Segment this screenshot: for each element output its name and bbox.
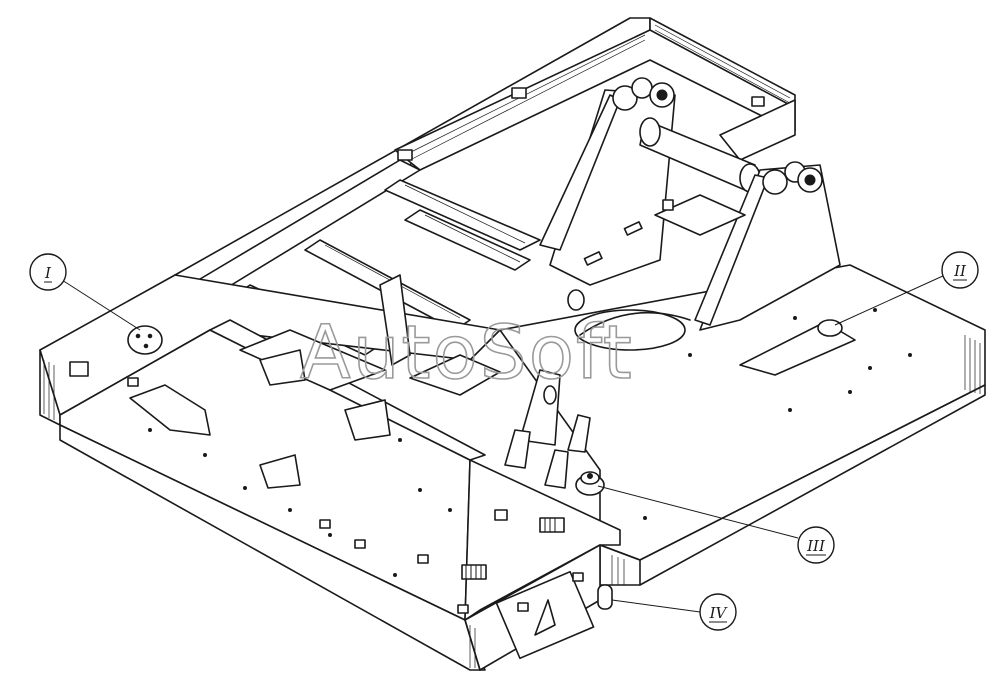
callout-label-II: II xyxy=(953,262,967,280)
comb-bracket xyxy=(461,517,565,580)
callout-label-III: III xyxy=(806,537,826,555)
callout-I: I xyxy=(29,253,141,331)
side-frame-rails xyxy=(174,17,796,296)
callout-IV: IV xyxy=(611,593,737,631)
callout-II: II xyxy=(834,251,979,326)
callout-III: III xyxy=(597,485,835,564)
hinge-bracket-left xyxy=(539,77,676,286)
deck-opening xyxy=(409,354,501,396)
front-box-frame xyxy=(39,274,621,671)
hinge-bracket-right xyxy=(694,161,841,331)
round-opening xyxy=(574,309,686,351)
rubber-mount xyxy=(575,471,605,496)
watermark: AutoSoft xyxy=(300,310,634,396)
cap-part xyxy=(127,325,163,355)
callout-label-I: I xyxy=(44,264,52,282)
callout-label-IV: IV xyxy=(709,604,729,622)
